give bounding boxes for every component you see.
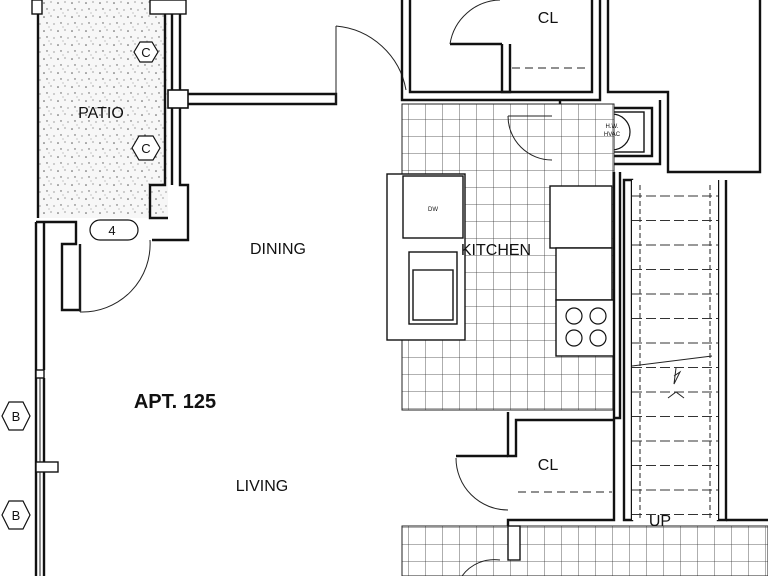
label-living: LIVING [236,478,288,495]
marker-b-bottom: B [1,500,31,530]
marker-c-bottom: C [131,135,161,161]
marker-c-top: C [133,41,159,63]
exterior-wall-left [34,220,82,576]
dining-door [79,239,151,313]
label-closet-top: CL [538,10,559,27]
patio-area [36,0,190,242]
label-kitchen: KITCHEN [461,242,531,259]
kitchen-counter-right [549,185,615,357]
svg-text:C: C [141,141,150,156]
marker-b-top: B [1,401,31,431]
apartment-title: APT. 125 [134,391,216,413]
kitchen-counter-left [386,173,466,341]
label-patio: PATIO [78,105,124,122]
label-water-heater: H.W. [606,124,619,130]
svg-text:4: 4 [108,223,115,238]
closet-top [400,0,602,102]
patio-number-tag: 4 [89,219,139,241]
label-dining: DINING [250,241,306,258]
svg-text:B: B [12,508,21,523]
label-closet-bottom: CL [538,457,559,474]
label-hvac: HVAC [604,132,621,138]
svg-text:C: C [141,45,150,60]
bottom-tile-floor [401,525,768,576]
label-stairs-up: UP [649,513,671,530]
label-dishwasher: DW [428,207,438,213]
svg-text:B: B [12,409,21,424]
stairs [631,180,718,520]
entry-door [335,25,407,104]
